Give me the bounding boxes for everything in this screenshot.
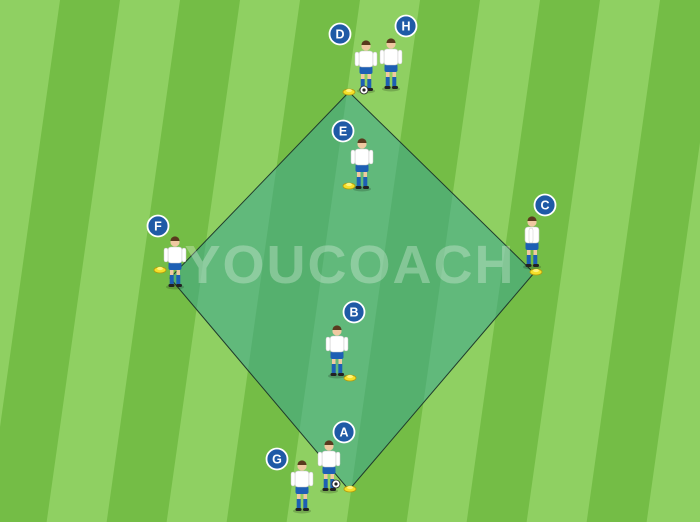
cones-layer bbox=[153, 88, 543, 493]
player-label: B bbox=[349, 306, 358, 320]
cone-left bbox=[153, 266, 167, 274]
player-label: G bbox=[272, 453, 282, 467]
player-badge-a: A bbox=[332, 420, 356, 444]
player-badge-b: B bbox=[342, 300, 366, 324]
cone-bottom bbox=[343, 485, 357, 493]
player-a: A bbox=[317, 420, 356, 494]
player-badge-g: G bbox=[265, 447, 289, 471]
player-label: A bbox=[339, 426, 348, 440]
cone-lower-center bbox=[343, 374, 357, 382]
player-f: F bbox=[146, 214, 187, 290]
player-c: C bbox=[523, 193, 557, 270]
player-label: E bbox=[339, 125, 347, 139]
players-layer: D H E C F B A G bbox=[146, 14, 557, 514]
player-h: H bbox=[379, 14, 418, 92]
player-label: F bbox=[154, 220, 162, 234]
player-badge-f: F bbox=[146, 214, 170, 238]
cone-right bbox=[529, 268, 543, 276]
player-badge-c: C bbox=[533, 193, 557, 217]
player-badge-d: D bbox=[328, 22, 352, 46]
player-g: G bbox=[265, 447, 314, 514]
cone-top bbox=[342, 88, 356, 96]
watermark-text: YOUCOACH bbox=[184, 235, 515, 295]
player-d: D bbox=[328, 22, 378, 95]
player-label: D bbox=[335, 28, 344, 42]
player-label: C bbox=[540, 199, 549, 213]
player-e: E bbox=[331, 119, 374, 192]
cone-upper-center bbox=[342, 182, 356, 190]
player-badge-h: H bbox=[394, 14, 418, 38]
ball-icon bbox=[359, 85, 369, 95]
player-badge-e: E bbox=[331, 119, 355, 143]
player-b: B bbox=[325, 300, 366, 379]
ball-icon bbox=[331, 479, 341, 489]
player-label: H bbox=[401, 20, 410, 34]
